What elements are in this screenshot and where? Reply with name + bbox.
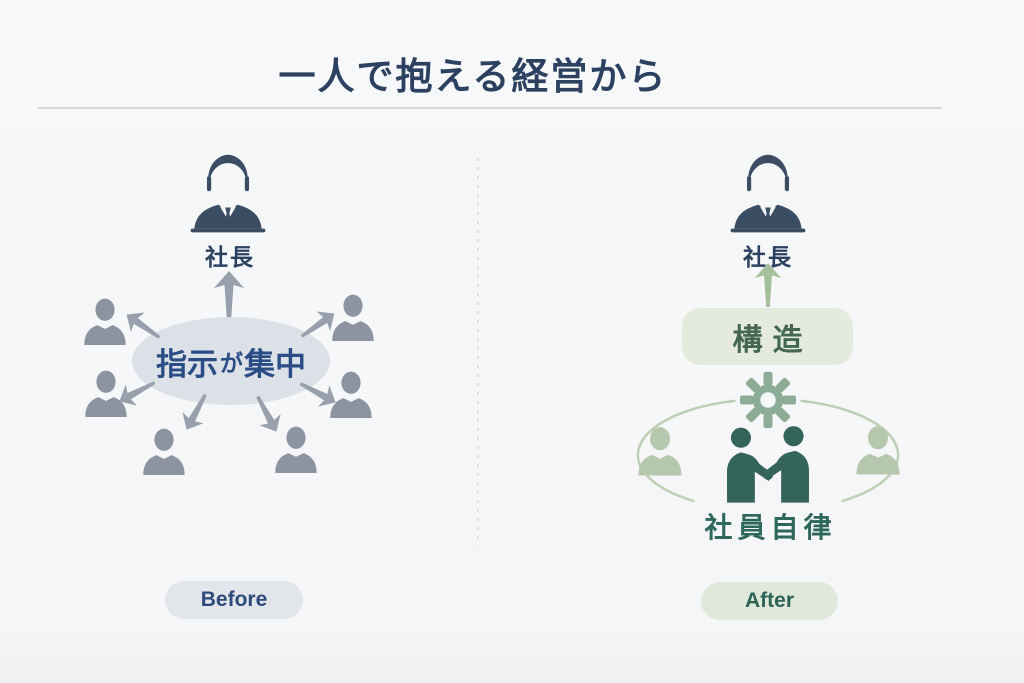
arrow-up-icon	[214, 271, 244, 321]
member-icon	[854, 424, 902, 477]
instruction-label: 指示が集中	[132, 317, 330, 405]
instruction-label-part1: 指示	[156, 346, 218, 382]
instruction-label-part2: 集中	[244, 346, 306, 382]
team-ellipse-outline	[636, 399, 900, 503]
president-label: 社長	[205, 244, 255, 270]
after-badge: After	[701, 582, 838, 620]
member-icon	[83, 369, 129, 419]
header-divider	[38, 107, 942, 109]
member-icon	[330, 293, 376, 343]
instruction-ellipse	[132, 317, 330, 405]
instruction-label-particle: が	[220, 350, 243, 376]
member-icon	[328, 370, 374, 420]
autonomy-label: 社員自律	[704, 512, 837, 543]
panel-divider	[477, 158, 479, 546]
president-icon	[181, 151, 275, 237]
page-title: 一人で抱える経営から	[278, 56, 668, 97]
member-icon	[273, 425, 319, 475]
arrow-up-green-icon	[753, 263, 783, 307]
member-icon	[82, 297, 128, 347]
member-icon	[141, 427, 187, 477]
handshake-icon	[710, 424, 826, 504]
before-badge: Before	[165, 581, 303, 619]
structure-box: 構造	[682, 308, 853, 365]
member-icon	[636, 425, 684, 478]
president-icon	[721, 151, 815, 237]
